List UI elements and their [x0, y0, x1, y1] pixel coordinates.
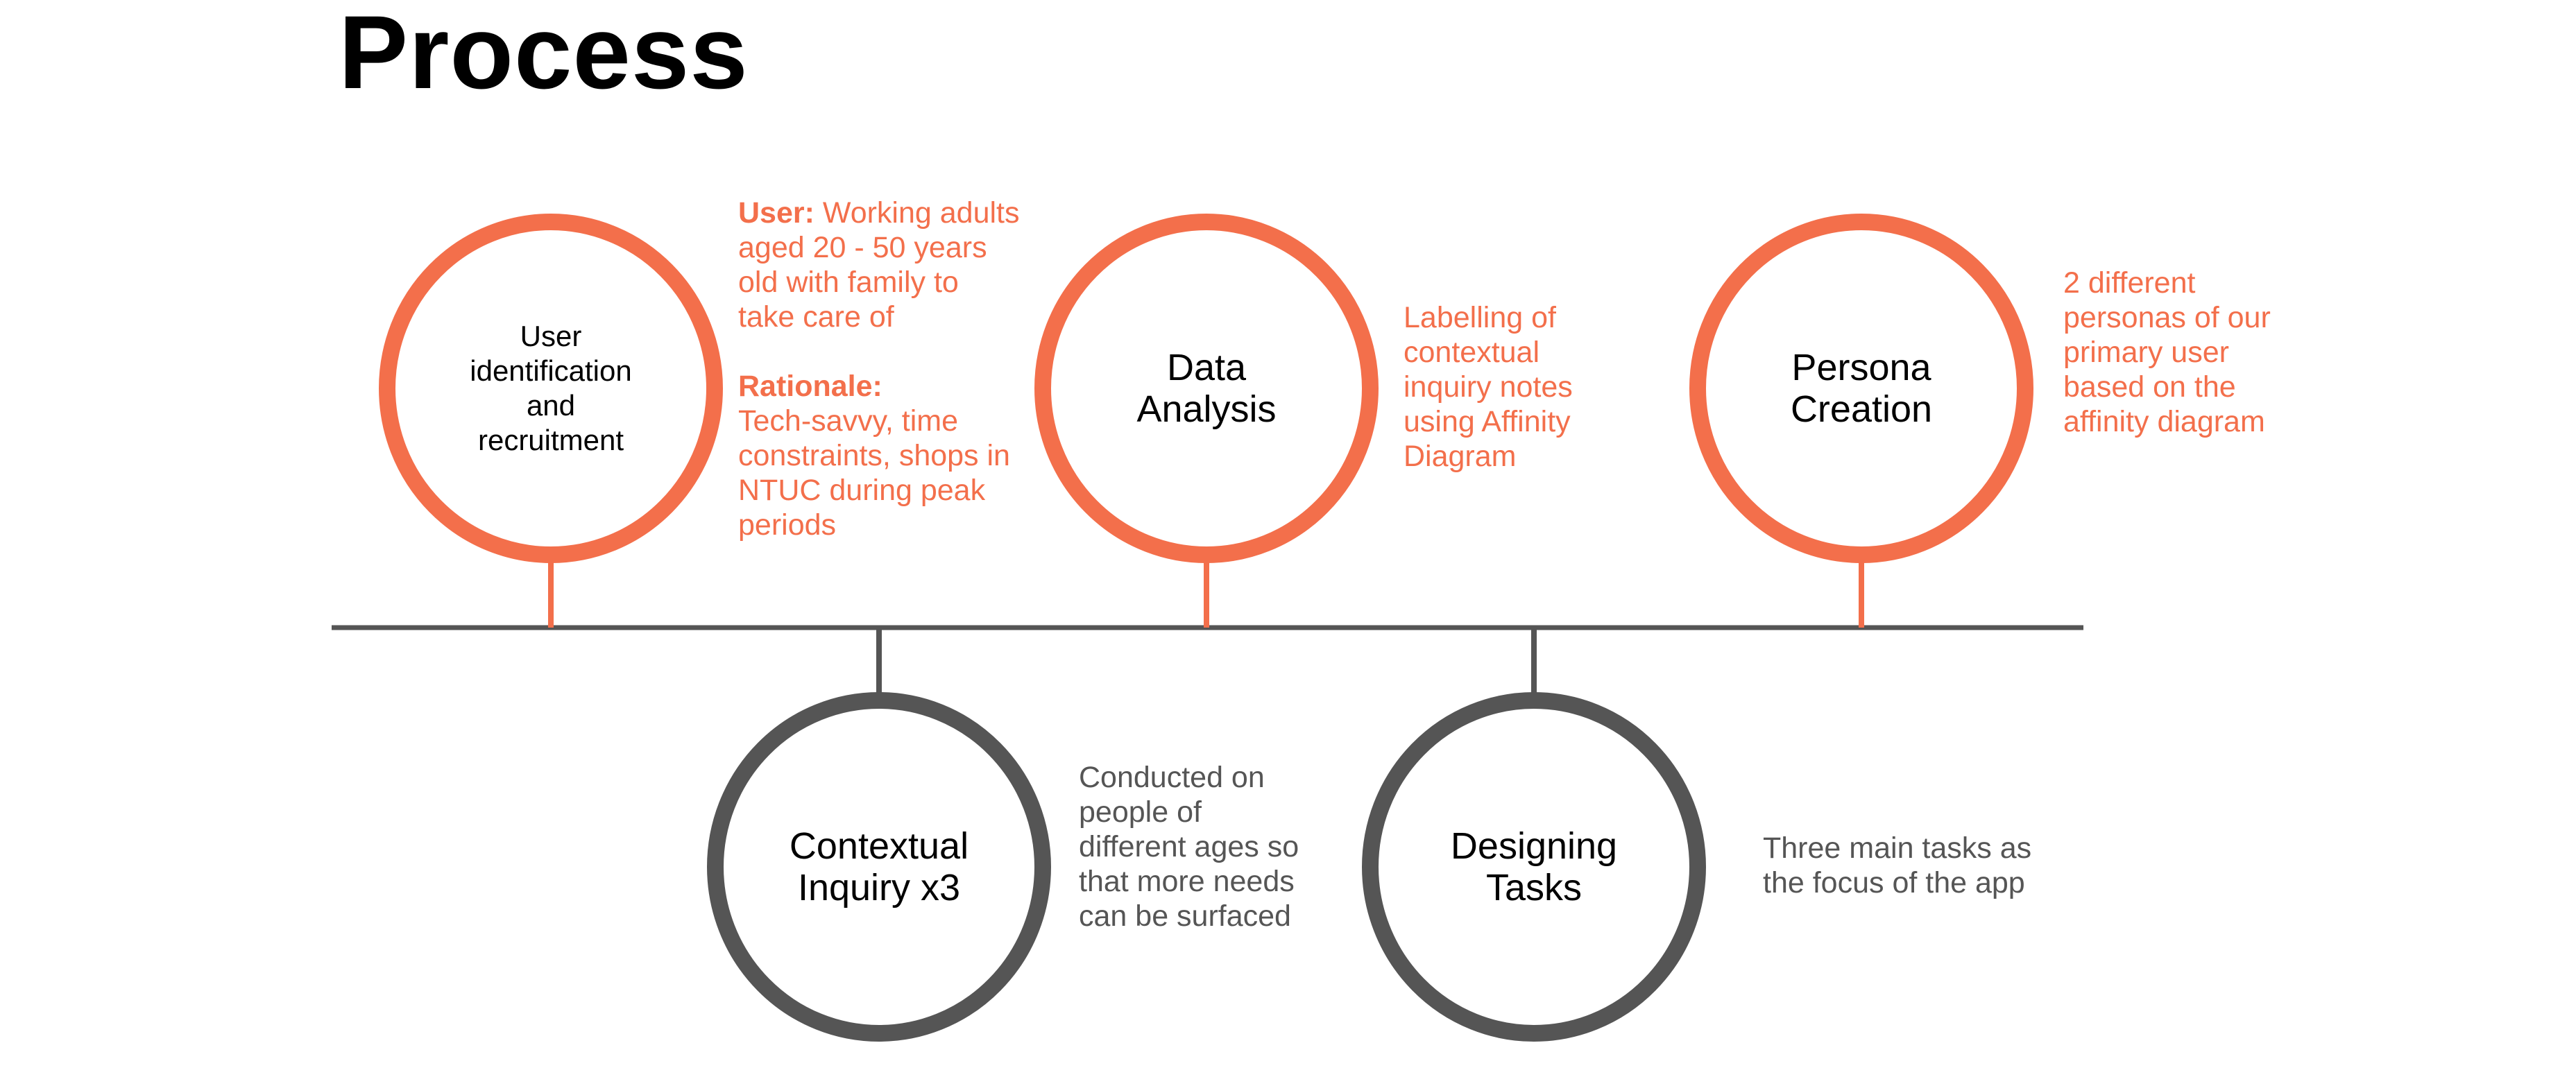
- page-title: Process: [339, 0, 749, 110]
- circle-designing-tasks: [1362, 692, 1706, 1042]
- step-description-designing-tasks: Three main tasks as the focus of the app: [1763, 832, 2032, 899]
- step-label-designing-tasks: Designing Tasks: [1450, 825, 1618, 908]
- circle-user-identification: [379, 214, 723, 563]
- step-label-persona-creation: Persona Creation: [1790, 347, 1933, 430]
- circle-persona-creation: [1689, 214, 2033, 563]
- step-description-data-analysis: Labelling of contextual inquiry notes us…: [1404, 301, 1573, 473]
- circle-data-analysis: [1034, 214, 1379, 563]
- step-label-data-analysis: Data Analysis: [1136, 347, 1277, 430]
- circle-contextual-inquiry: [707, 692, 1051, 1042]
- step-description-contextual-inquiry: Conducted on people of different ages so…: [1079, 761, 1299, 933]
- step-description-user-identification: User: Working adults aged 20 - 50 years …: [738, 196, 1023, 542]
- rationale-label: Rationale:: [738, 370, 882, 403]
- step-label-user-identification: User identification and recruitment: [470, 320, 632, 456]
- step-label-contextual-inquiry: Contextual Inquiry x3: [789, 825, 969, 908]
- user-definition: User: Working adults aged 20 - 50 years …: [738, 196, 1023, 334]
- user-label: User:: [738, 196, 814, 230]
- step-description-persona-creation: 2 different personas of our primary user…: [2063, 266, 2271, 438]
- user-text: Working adults aged 20 - 50 years old wi…: [738, 196, 1020, 334]
- rationale-text: Tech-savvy, time constraints, shops in N…: [738, 404, 1010, 542]
